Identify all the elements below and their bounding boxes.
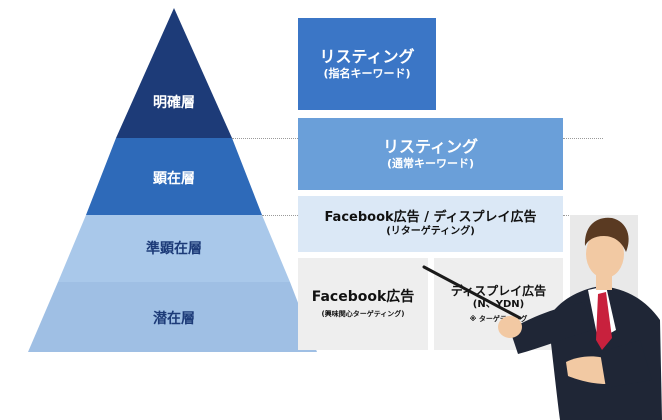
retargeting-box: Facebook広告 / ディスプレイ広告 (リターゲティング) [298, 196, 563, 252]
retargeting-subtitle: (リターゲティング) [386, 225, 475, 237]
display-ad-note: ※ ターゲティング [469, 314, 528, 323]
pyramid-tier-3 [58, 215, 290, 282]
connector-line-1 [232, 138, 298, 139]
pointer-stick [422, 265, 522, 320]
tier-label-4: 潜在層 [153, 311, 195, 327]
sleeve [600, 340, 652, 388]
display-ad-subtitle: (N、YDN) [472, 299, 525, 311]
pyramid-tier-2 [86, 138, 262, 215]
listing-general-title: リスティング [382, 137, 479, 157]
tier-label-2: 顕在層 [153, 171, 195, 187]
retargeting-title: Facebook広告 / ディスプレイ広告 [324, 209, 537, 225]
tier-label-1: 明確層 [153, 95, 195, 111]
listing-branded-subtitle: (指名キーワード) [323, 67, 411, 81]
hand [498, 316, 522, 338]
facebook-interest-box: Facebook広告 (興味関心ターゲティング) [298, 258, 428, 350]
red-tie [596, 292, 612, 350]
listing-branded-box: リスティング (指名キーワード) [298, 18, 436, 110]
listing-general-box: リスティング (通常キーワード) [298, 118, 563, 190]
connector-line-1-right [563, 138, 603, 139]
lower-arm [566, 356, 610, 384]
listing-general-subtitle: (通常キーワード) [386, 157, 475, 171]
facebook-interest-title: Facebook広告 [311, 288, 415, 305]
head [586, 230, 624, 278]
connector-line-2 [262, 215, 298, 216]
listing-branded-title: リスティング [319, 47, 415, 67]
tier-label-3: 準顕在層 [146, 241, 202, 257]
pyramid-tier-1 [116, 8, 232, 138]
pointing-arm [510, 302, 592, 354]
facebook-interest-subtitle: (興味関心ターゲティング) [321, 310, 405, 319]
pyramid-tier-4 [28, 282, 317, 352]
hair [584, 217, 629, 252]
